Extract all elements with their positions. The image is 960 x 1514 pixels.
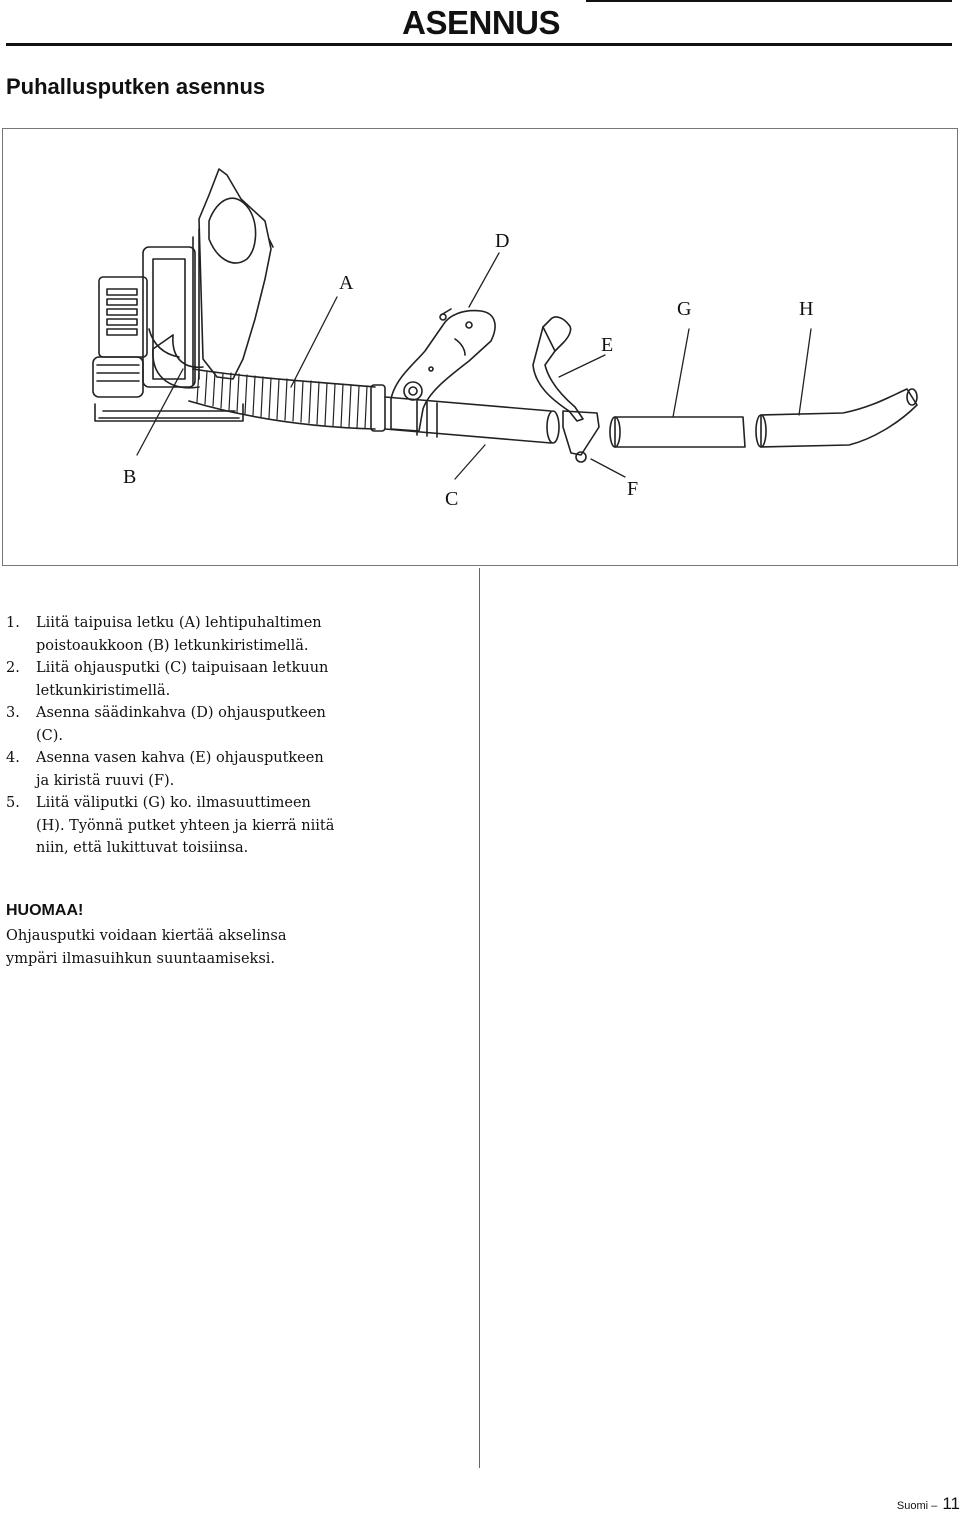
extension-tube xyxy=(609,416,746,448)
column-divider xyxy=(479,568,480,1468)
footer-language: Suomi xyxy=(896,1500,929,1512)
assembly-steps: 1. Liitä taipuisa letku (A) lehtipuhaltim… xyxy=(6,612,336,860)
callout-a: A xyxy=(339,272,354,294)
backpack-pad xyxy=(192,168,274,386)
hose-corrugations xyxy=(196,369,368,429)
section-title: Puhallusputken asennus xyxy=(6,74,266,99)
note-text: Ohjausputki voidaan kiertää akselinsa ym… xyxy=(6,928,287,967)
step-item: 1. Liitä taipuisa letku (A) lehtipuhaltim… xyxy=(6,612,336,657)
page-number: 11 xyxy=(942,1494,960,1513)
step-item: 5. Liitä väliputki (G) ko. ilmasuuttimeen… xyxy=(6,792,336,860)
throttle-handle xyxy=(390,308,496,432)
blower-illustration: A D G H E B C F xyxy=(92,168,918,510)
callout-d: D xyxy=(495,230,509,252)
callout-leaders xyxy=(136,252,812,480)
step-number: 5. xyxy=(6,795,20,811)
blower-outlet xyxy=(152,334,204,389)
page-header-title: ASENNUS xyxy=(402,4,560,41)
callout-e: E xyxy=(601,334,613,356)
flexible-hose xyxy=(188,368,376,430)
step-text: Asenna vasen kahva (E) ohjausputkeen ja … xyxy=(36,750,324,789)
nozzle xyxy=(755,388,918,448)
control-tube xyxy=(370,384,560,444)
step-text: Asenna säädinkahva (D) ohjausputkeen (C)… xyxy=(36,705,326,744)
callout-c: C xyxy=(445,488,458,510)
page-footer: Suomi – 11 xyxy=(897,1494,960,1514)
assembly-figure: A D G H E B C F xyxy=(2,128,958,566)
note-heading: HUOMAA! xyxy=(6,902,84,919)
blower-frame xyxy=(94,403,244,422)
header-rule xyxy=(6,43,952,46)
callout-h: H xyxy=(799,298,813,320)
engine-unit xyxy=(92,246,196,398)
step-number: 1. xyxy=(6,615,20,631)
step-text: Liitä ohjausputki (C) taipuisaan letkuun… xyxy=(36,660,329,699)
callout-f: F xyxy=(627,478,638,500)
callout-b: B xyxy=(123,466,136,488)
step-number: 3. xyxy=(6,705,20,721)
step-number: 4. xyxy=(6,750,20,766)
step-item: 3. Asenna säädinkahva (D) ohjausputkeen (… xyxy=(6,702,336,747)
left-handle xyxy=(532,316,600,463)
step-text: Liitä väliputki (G) ko. ilmasuuttimeen (… xyxy=(36,795,335,856)
footer-dash: – xyxy=(931,1500,938,1512)
step-number: 2. xyxy=(6,660,20,676)
header-top-rule xyxy=(586,0,952,2)
step-item: 2. Liitä ohjausputki (C) taipuisaan letku… xyxy=(6,657,336,702)
step-text: Liitä taipuisa letku (A) lehtipuhaltimen… xyxy=(36,615,322,654)
step-item: 4. Asenna vasen kahva (E) ohjausputkeen j… xyxy=(6,747,336,792)
callout-g: G xyxy=(677,298,691,320)
